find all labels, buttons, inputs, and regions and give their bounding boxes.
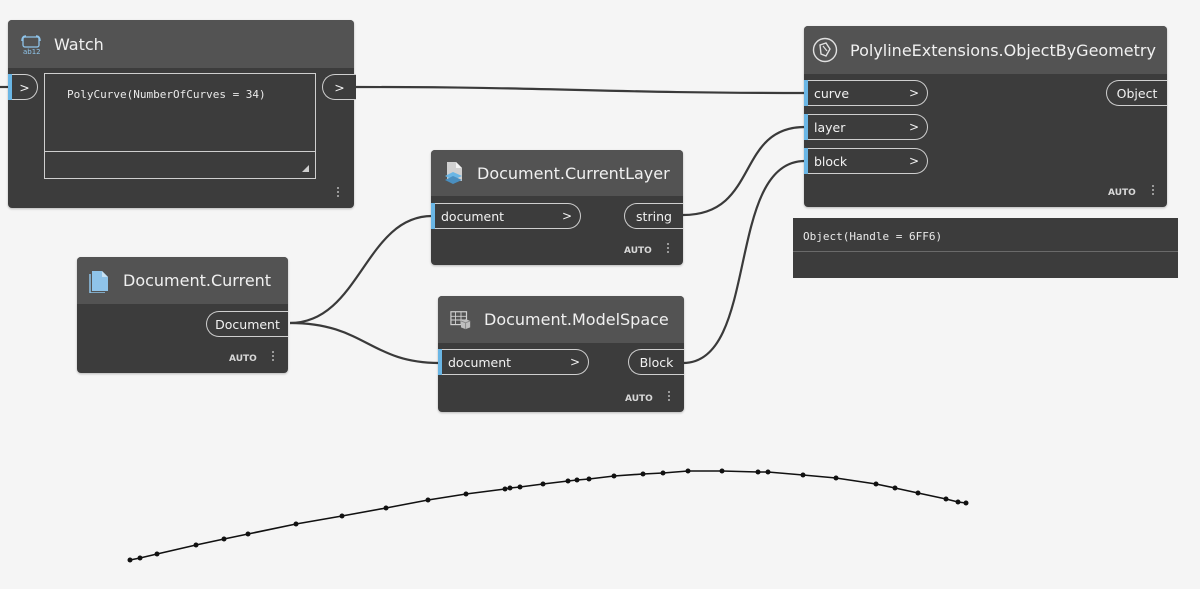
node-preview-bubble[interactable]: Object(Handle = 6FF6) xyxy=(793,218,1178,278)
object-output-label: Object xyxy=(1116,85,1158,101)
current-layer-input-arrow: > xyxy=(561,209,572,223)
model-space-input-marker xyxy=(438,349,442,375)
preview-value-text: Object(Handle = 6FF6) xyxy=(803,230,943,243)
document-output-label: Document xyxy=(215,316,280,332)
model-space-header[interactable]: Document.ModelSpace xyxy=(438,296,684,343)
current-layer-more-icon[interactable] xyxy=(667,241,670,255)
current-layer-title: Document.CurrentLayer xyxy=(477,163,670,183)
layer-input-label: layer xyxy=(814,119,846,135)
object-by-geometry-node[interactable]: PolylineExtensions.ObjectByGeometry curv… xyxy=(804,26,1167,207)
object-by-geometry-header[interactable]: PolylineExtensions.ObjectByGeometry xyxy=(804,26,1167,74)
watch-node-title: Watch xyxy=(54,34,104,54)
block-input-port[interactable]: block > xyxy=(804,148,928,174)
watch-value-text: PolyCurve(NumberOfCurves = 34) xyxy=(67,88,266,101)
model-space-lacing[interactable]: AUTO xyxy=(625,394,653,404)
current-layer-output-label: string xyxy=(636,208,672,224)
curve-input-marker xyxy=(804,80,808,106)
wire-current-to-modelspace-doc[interactable] xyxy=(289,321,440,365)
object-output-port[interactable]: Object xyxy=(1106,80,1167,106)
object-by-geometry-title: PolylineExtensions.ObjectByGeometry xyxy=(850,40,1156,60)
curve-input-port[interactable]: curve > xyxy=(804,80,928,106)
document-current-lacing[interactable]: AUTO xyxy=(229,354,257,364)
layer-input-arrow: > xyxy=(908,120,919,134)
model-space-input-label: document xyxy=(448,354,512,370)
watch-node-header[interactable]: ab12 Watch xyxy=(8,20,354,68)
watch-icon: ab12 xyxy=(20,33,42,55)
document-current-title: Document.Current xyxy=(123,271,272,290)
watch-more-icon[interactable] xyxy=(337,185,340,199)
watch-input-port[interactable]: > xyxy=(8,74,38,100)
wire-current-to-layer-doc[interactable] xyxy=(289,214,433,325)
preview-divider xyxy=(793,251,1178,252)
current-layer-header[interactable]: Document.CurrentLayer xyxy=(431,150,683,196)
document-icon xyxy=(89,270,111,293)
document-current-header[interactable]: Document.Current xyxy=(77,257,288,304)
document-output-port[interactable]: Document xyxy=(206,311,288,337)
curve-input-arrow: > xyxy=(908,86,919,100)
watch-node[interactable]: ab12 Watch > PolyCurve(NumberOfCurves = … xyxy=(8,20,356,208)
model-space-document-input[interactable]: document > xyxy=(438,349,589,375)
current-layer-string-output[interactable]: string xyxy=(624,203,683,229)
watch-output-arrow: > xyxy=(334,79,345,95)
document-current-node[interactable]: Document.Current Document AUTO xyxy=(77,257,288,373)
curve-input-label: curve xyxy=(814,85,850,101)
watch-input-marker xyxy=(8,74,12,100)
model-space-output-label: Block xyxy=(639,354,674,370)
wire-string-to-layer[interactable] xyxy=(682,125,806,217)
model-space-icon xyxy=(450,309,472,331)
wire-watch-to-curve[interactable] xyxy=(354,85,806,95)
watch-value-display: PolyCurve(NumberOfCurves = 34) xyxy=(44,73,316,179)
layer-input-marker xyxy=(804,114,808,140)
block-input-marker xyxy=(804,148,808,174)
current-layer-input-marker xyxy=(431,203,435,229)
watch-divider xyxy=(45,151,315,152)
object-by-geometry-lacing[interactable]: AUTO xyxy=(1108,188,1136,198)
document-current-more-icon[interactable] xyxy=(272,349,275,363)
svg-text:ab12: ab12 xyxy=(23,48,41,55)
current-layer-node[interactable]: Document.CurrentLayer document > string … xyxy=(431,150,683,265)
layer-input-port[interactable]: layer > xyxy=(804,114,928,140)
wire-block-to-block[interactable] xyxy=(682,159,806,365)
model-space-input-arrow: > xyxy=(569,355,580,369)
model-space-node[interactable]: Document.ModelSpace document > Block AUT… xyxy=(438,296,684,412)
current-layer-document-input[interactable]: document > xyxy=(431,203,581,229)
model-space-more-icon[interactable] xyxy=(668,389,671,403)
document-layer-icon xyxy=(443,162,465,184)
watch-output-port[interactable]: > xyxy=(322,74,356,100)
polyline-extensions-icon xyxy=(812,37,838,63)
current-layer-lacing[interactable]: AUTO xyxy=(624,246,652,256)
watch-input-arrow: > xyxy=(19,79,30,95)
block-input-arrow: > xyxy=(908,154,919,168)
current-layer-input-label: document xyxy=(441,208,505,224)
model-space-title: Document.ModelSpace xyxy=(484,310,669,329)
geometry-preview-polycurve xyxy=(127,468,969,563)
object-by-geometry-more-icon[interactable] xyxy=(1152,183,1155,197)
model-space-block-output[interactable]: Block xyxy=(628,349,684,375)
resize-grip-icon[interactable] xyxy=(302,165,309,172)
block-input-label: block xyxy=(814,153,848,169)
